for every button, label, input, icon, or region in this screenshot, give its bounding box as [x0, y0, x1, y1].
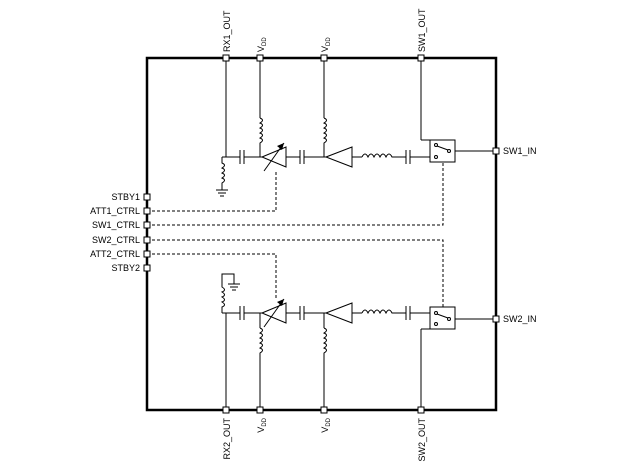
pins-top	[222, 54, 425, 62]
pin-label-rx2-out: RX2_OUT	[222, 418, 232, 460]
pin-label-rx1-out: RX1_OUT	[222, 10, 232, 52]
pins-bottom	[222, 406, 425, 414]
pin-label-sw1-in: SW1_IN	[503, 146, 537, 156]
pin-label-sw1-ctrl: SW1_CTRL	[92, 220, 140, 230]
pin-label-vdd-bottom-1: VDD	[256, 417, 268, 432]
pin-label-stby2: STBY2	[111, 263, 140, 273]
control-lines	[147, 162, 444, 307]
lower-chain	[220, 273, 496, 410]
pin-label-sw1-out: SW1_OUT	[417, 8, 427, 52]
pin-label-att1-ctrl: ATT1_CTRL	[90, 206, 140, 216]
pin-label-sw2-out: SW2_OUT	[417, 418, 427, 462]
upper-chain	[216, 58, 496, 197]
pin-label-att2-ctrl: ATT2_CTRL	[90, 249, 140, 259]
pin-label-vdd-top-2: VDD	[320, 37, 332, 52]
pins-right	[492, 147, 500, 323]
pin-label-stby1: STBY1	[111, 192, 140, 202]
pin-label-sw2-in: SW2_IN	[503, 314, 537, 324]
pin-label-sw2-ctrl: SW2_CTRL	[92, 235, 140, 245]
chip-body	[145, 56, 498, 412]
pins-left	[143, 193, 151, 272]
pin-label-vdd-top-1: VDD	[256, 37, 268, 52]
pin-label-vdd-bottom-2: VDD	[320, 417, 332, 432]
